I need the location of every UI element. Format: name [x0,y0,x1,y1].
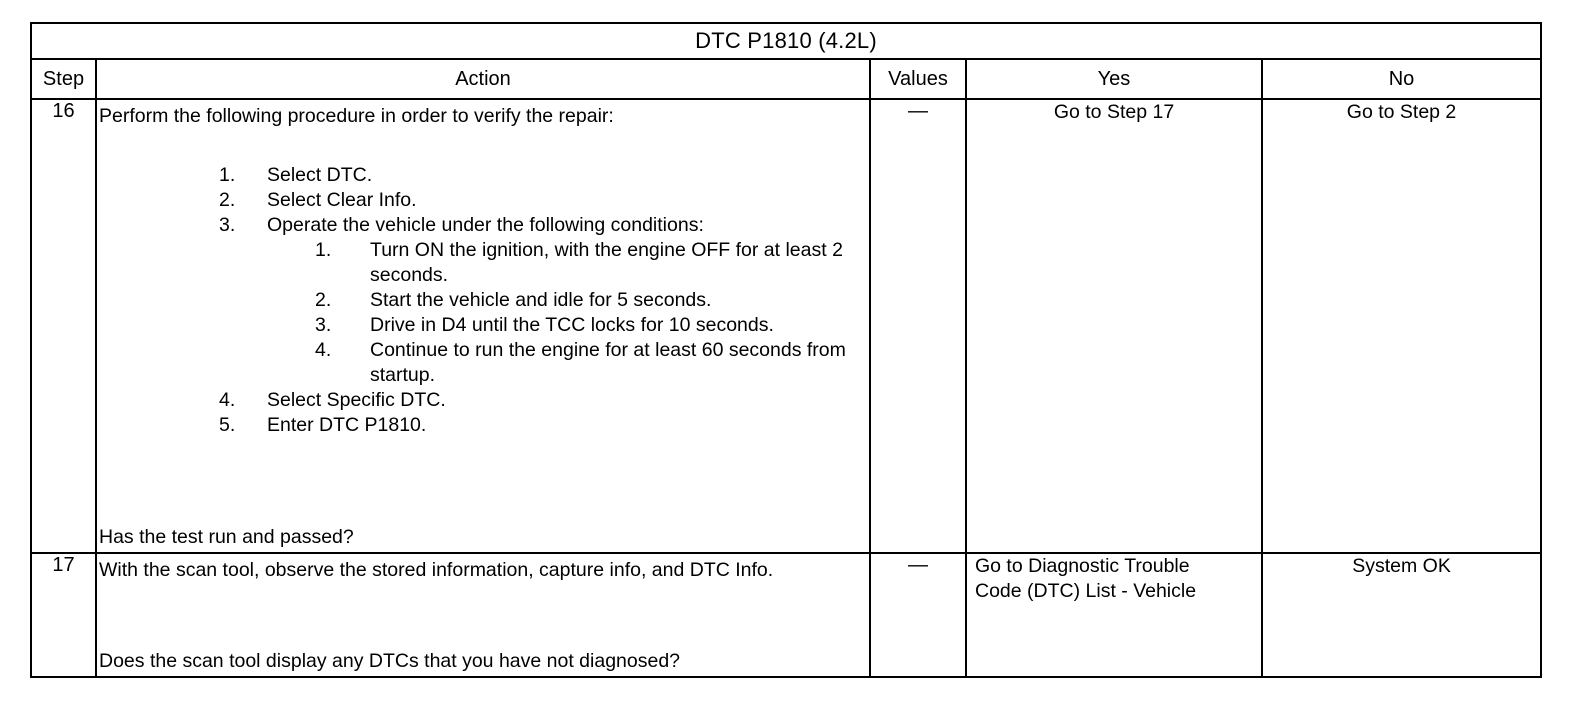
sublist-item: 2. Start the vehicle and idle for 5 seco… [315,288,869,313]
list-item-text: Operate the vehicle under the following … [267,214,704,236]
values-cell: — [869,98,967,554]
sublist-marker: 2. [315,289,332,311]
list-marker: 5. [219,414,236,436]
list-item: 5. Enter DTC P1810. [97,413,869,438]
list-item-text: Select Specific DTC. [267,389,446,411]
sublist-marker: 3. [315,314,332,336]
table-row: 17 With the scan tool, observe the store… [30,552,1543,678]
action-statement: With the scan tool, observe the stored i… [99,559,774,581]
list-item-text: Enter DTC P1810. [267,414,427,436]
sublist-item-text: Continue to run the engine for at least … [370,339,846,386]
no-cell: System OK [1260,552,1543,678]
list-item: 3. Operate the vehicle under the followi… [97,213,869,388]
sublist-item-text: Start the vehicle and idle for 5 seconds… [370,289,712,311]
list-item: 2. Select Clear Info. [97,188,869,213]
action-cell: With the scan tool, observe the stored i… [95,552,871,678]
list-item: 4. Select Specific DTC. [97,388,869,413]
step-number: 16 [30,98,97,554]
table-title: DTC P1810 (4.2L) [29,22,1543,60]
procedure-sublist: 1. Turn ON the ignition, with the engine… [267,238,869,388]
yes-cell-line-2: Code (DTC) List - Vehicle [975,580,1197,602]
sublist-marker: 1. [315,239,332,261]
sublist-item-text: Drive in D4 until the TCC locks for 10 s… [370,314,774,336]
list-item-text: Select DTC. [267,164,373,186]
action-cell: Perform the following procedure in order… [95,98,871,554]
sublist-item: 3. Drive in D4 until the TCC locks for 1… [315,313,869,338]
sublist-item: 4. Continue to run the engine for at lea… [315,338,869,388]
dtc-diagnostic-table: DTC P1810 (4.2L) Step Action Values Yes … [29,22,1543,678]
no-cell: Go to Step 2 [1260,98,1543,554]
column-header-no: No [1260,58,1543,100]
procedure-list: 1. Select DTC. 2. Select Clear Info. 3. … [97,163,869,438]
yes-cell-line-1: Go to Diagnostic Trouble [975,555,1190,577]
yes-cell: Go to Diagnostic Trouble Code (DTC) List… [965,552,1263,678]
action-question: Does the scan tool display any DTCs that… [99,650,681,672]
action-question: Has the test run and passed? [99,526,354,548]
column-header-values: Values [869,58,967,100]
yes-cell: Go to Step 17 [965,98,1263,554]
column-header-action: Action [95,58,871,100]
column-header-yes: Yes [965,58,1263,100]
list-item: 1. Select DTC. [97,163,869,188]
step-number: 17 [30,552,97,678]
table-row: 16 Perform the following procedure in or… [30,98,1543,554]
sublist-item-text: Turn ON the ignition, with the engine OF… [370,239,843,286]
list-marker: 1. [219,164,236,186]
list-marker: 3. [219,214,236,236]
column-header-step: Step [30,58,97,100]
action-intro-text: Perform the following procedure in order… [99,105,614,127]
sublist-marker: 4. [315,339,332,361]
sublist-item: 1. Turn ON the ignition, with the engine… [315,238,869,288]
values-cell: — [869,552,967,678]
table-title-row: DTC P1810 (4.2L) [29,22,1543,60]
list-item-text: Select Clear Info. [267,189,417,211]
list-marker: 2. [219,189,236,211]
list-marker: 4. [219,389,236,411]
table-header-row: Step Action Values Yes No [30,58,1543,100]
